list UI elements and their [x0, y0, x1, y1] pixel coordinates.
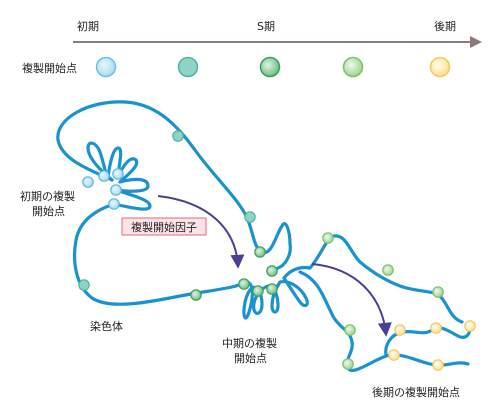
early-mid-origin-dot	[78, 279, 90, 291]
timeline-early-label: 初期	[77, 19, 99, 33]
chromosome-upper-loop	[56, 100, 292, 270]
timeline-arrow-head	[470, 36, 482, 48]
factor-arrows	[157, 195, 392, 337]
mid-origin-label-line1: 中期の複製	[222, 336, 277, 350]
mid-origin-dot	[254, 246, 266, 258]
mid-origin-dot	[266, 265, 278, 277]
early-mid-origin-dot	[244, 211, 256, 223]
mid-origin-label-line2: 開始点	[234, 351, 267, 365]
early-origin-label-line1: 初期の複製	[20, 189, 75, 203]
late-origin-dot	[394, 324, 406, 336]
mid-late-origin-dot	[382, 264, 394, 276]
mid-origin-dot	[238, 278, 250, 290]
mid-origin-dot	[252, 285, 264, 297]
mid-origin-dot	[266, 283, 278, 295]
timeline-late-label: 後期	[434, 19, 456, 33]
timeline-s-phase-label: S期	[257, 20, 275, 33]
swatch-early	[95, 56, 117, 78]
late-origin-dot	[432, 359, 444, 371]
early-mid-origin-dot	[172, 130, 184, 142]
origin-dots	[78, 130, 476, 371]
early-origin-dot	[110, 184, 122, 196]
timeline-swatches	[95, 56, 451, 78]
late-origin-label: 後期の複製開始点	[372, 385, 460, 399]
timeline-origin-label: 複製開始点	[22, 61, 77, 75]
early-origin-dot	[108, 198, 120, 210]
mid-late-origin-dot	[344, 324, 356, 336]
late-origin-dot	[388, 349, 400, 361]
early-origin-dot	[112, 168, 124, 180]
swatch-mid-late	[342, 56, 364, 78]
early-origin-dot	[82, 176, 94, 188]
factor-arrow-early-to-mid	[157, 195, 245, 269]
chromosome-label: 染色体	[90, 319, 123, 333]
late-origin-dot	[464, 320, 476, 332]
swatch-late	[429, 56, 451, 78]
swatch-early-mid	[177, 56, 199, 78]
factor-label: 複製開始因子	[131, 220, 197, 234]
mid-late-origin-dot	[432, 286, 444, 298]
factor-box-background	[121, 217, 207, 236]
chromosome-right-strand	[308, 234, 464, 324]
mid-origin-dot	[190, 289, 202, 301]
early-origin-dot	[98, 170, 110, 182]
swatch-mid	[259, 56, 281, 78]
early-origin-label-line2: 開始点	[32, 204, 65, 218]
mid-late-origin-dot	[322, 232, 334, 244]
timeline: 初期 S期 後期 複製開始点	[22, 19, 482, 78]
late-origin-dot	[430, 322, 442, 334]
factor-arrow-mid-to-late	[311, 263, 392, 337]
replication-factor-box: 複製開始因子	[121, 217, 207, 236]
mid-late-origin-dot	[342, 358, 354, 370]
